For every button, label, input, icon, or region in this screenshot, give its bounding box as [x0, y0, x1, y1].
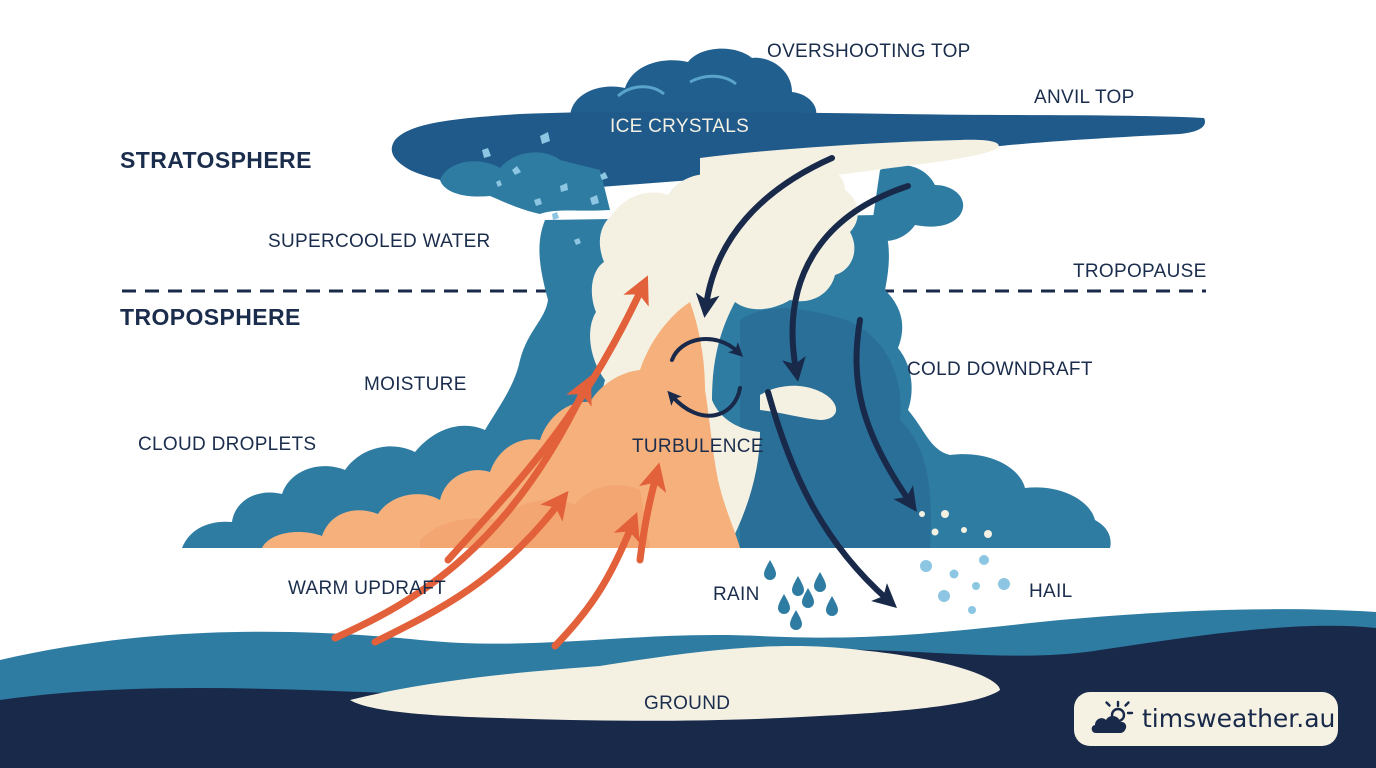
warm-updraft-arrows	[331, 275, 667, 650]
label-ground: GROUND	[644, 693, 731, 714]
ice-crystal-flecks	[482, 132, 608, 245]
label-supercooled-water: SUPERCOOLED WATER	[268, 231, 491, 252]
label-cold-downdraft: COLD DOWNDRAFT	[907, 359, 1093, 380]
label-warm-updraft: WARM UPDRAFT	[288, 578, 447, 599]
label-anvil-top: ANVIL TOP	[1034, 87, 1135, 108]
label-turbulence: TURBULENCE	[632, 436, 764, 457]
label-tropopause: TROPOPAUSE	[1073, 261, 1207, 282]
ground-layers	[0, 609, 1376, 768]
sun-cloud-icon	[1091, 700, 1134, 733]
label-hail: HAIL	[1029, 581, 1073, 602]
label-ice-crystals: ICE CRYSTALS	[610, 116, 750, 137]
brand-badge[interactable]: timsweather.au	[1074, 692, 1338, 746]
label-rain: RAIN	[713, 584, 760, 605]
label-stratosphere: STRATOSPHERE	[120, 147, 312, 173]
rain-drops	[764, 560, 838, 630]
hail-stones	[919, 510, 1010, 614]
label-overshooting-top: OVERSHOOTING TOP	[767, 41, 971, 62]
turbulence-swirl	[667, 336, 744, 418]
label-cloud-droplets: CLOUD DROPLETS	[138, 434, 317, 455]
label-troposphere: TROPOSPHERE	[120, 304, 301, 330]
brand-name: timsweather.au	[1142, 704, 1336, 733]
storm-cloud	[182, 48, 1205, 549]
cold-downdraft-arrows	[695, 155, 917, 608]
label-moisture: MOISTURE	[364, 374, 467, 395]
